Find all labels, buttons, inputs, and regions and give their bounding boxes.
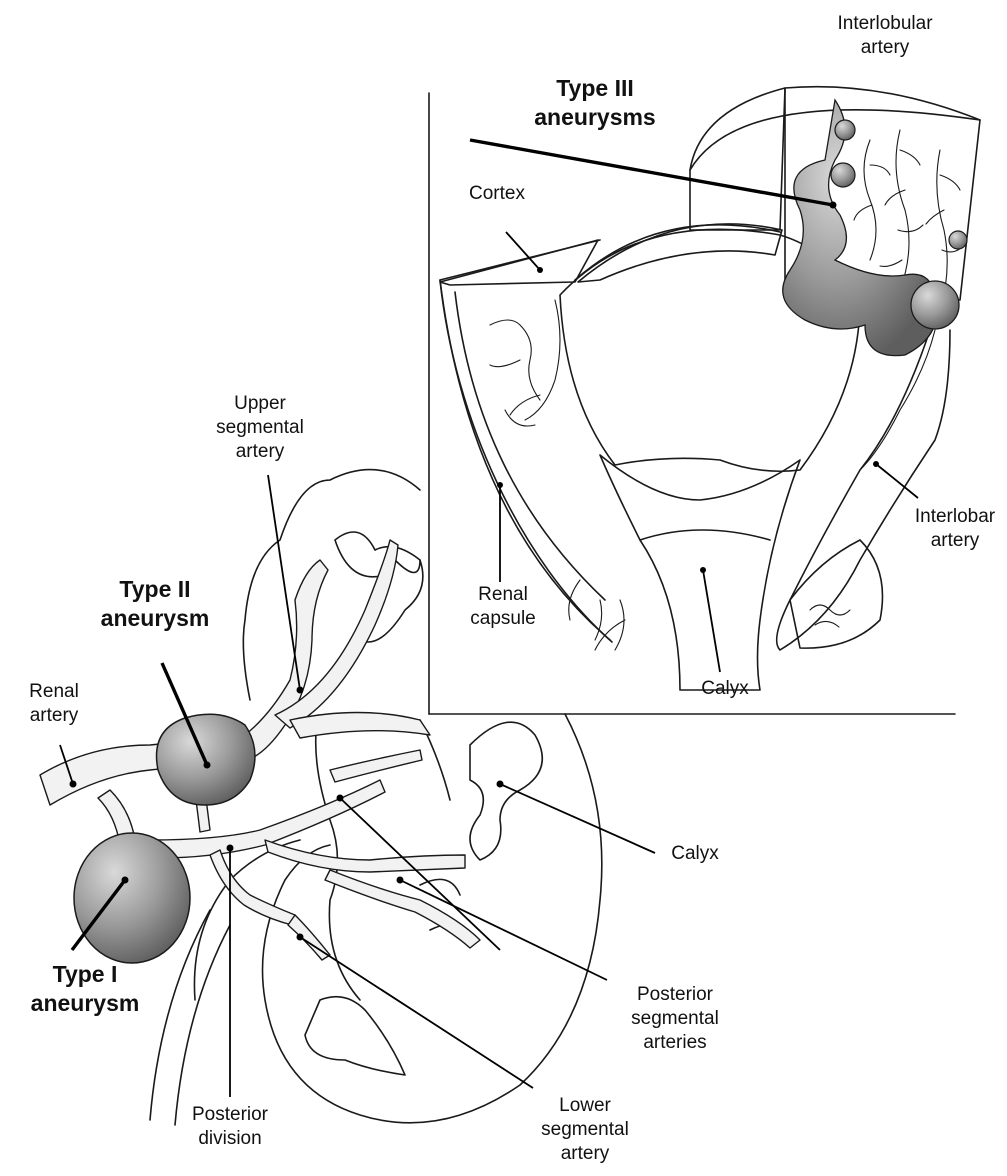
label-calyx-inset: Calyx: [680, 677, 770, 701]
label-lower-segmental-artery: Lower segmental artery: [520, 1094, 650, 1166]
label-type3-aneurysms: Type III aneurysms: [510, 74, 680, 132]
label-posterior-segmental-arteries: Posterior segmental arteries: [610, 983, 740, 1055]
label-cortex: Cortex: [437, 182, 557, 206]
label-interlobar-artery: Interlobar artery: [905, 505, 1005, 553]
label-upper-segmental-artery: Upper segmental artery: [200, 392, 320, 464]
label-calyx-main: Calyx: [650, 842, 740, 866]
type1-aneurysm-sac: [74, 833, 190, 963]
label-renal-artery: Renal artery: [4, 680, 104, 728]
label-renal-capsule: Renal capsule: [448, 583, 558, 631]
label-posterior-division: Posterior division: [170, 1103, 290, 1151]
label-interlobular-artery: Interlobular artery: [825, 12, 945, 60]
label-type2-aneurysm: Type II aneurysm: [70, 575, 240, 633]
label-type1-aneurysm: Type I aneurysm: [5, 960, 165, 1018]
